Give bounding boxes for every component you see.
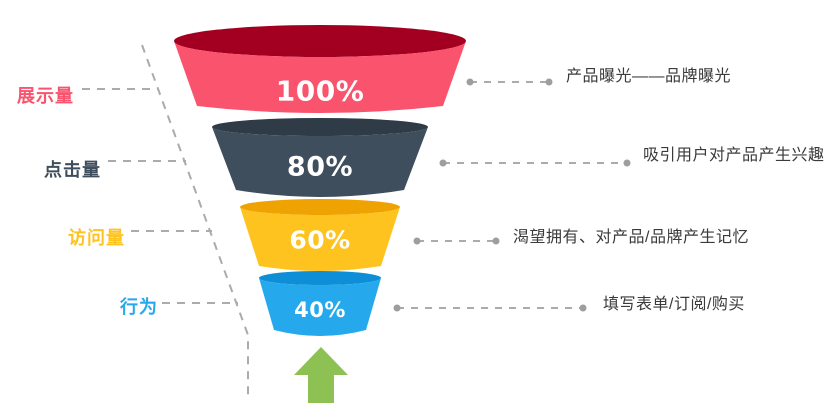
connector-dot <box>623 159 631 167</box>
stage-3-value: 60% <box>289 225 351 255</box>
connector-dot <box>545 78 553 86</box>
stage-1-annotation: 产品曝光——品牌曝光 <box>566 68 732 85</box>
stage-3-front <box>240 207 400 271</box>
stage-1-top-ellipse <box>174 25 466 57</box>
up-arrow-icon <box>294 347 348 403</box>
connector-dot <box>466 78 474 86</box>
stage-2-value: 80% <box>286 151 354 183</box>
stage-4-front <box>259 278 381 336</box>
stage-4-right-connector <box>393 304 587 312</box>
stage-1-right-connector <box>466 78 553 86</box>
stage-1-label: 展示量 <box>17 86 74 106</box>
stage-1-value: 100% <box>275 74 365 108</box>
stage-2-top-ellipse <box>212 118 428 136</box>
funnel-stage-1 <box>174 25 466 113</box>
stage-3-label: 访问量 <box>68 228 125 248</box>
stage-2-right-connector <box>439 159 631 167</box>
connector-dot <box>439 159 447 167</box>
stage-2-label: 点击量 <box>44 160 101 180</box>
stage-4-annotation: 填写表单/订阅/购买 <box>603 296 745 313</box>
funnel-stage-3 <box>240 199 400 271</box>
stage-3-annotation: 渴望拥有、对产品/品牌产生记忆 <box>513 229 749 246</box>
connector-dot <box>579 304 587 312</box>
stage-1-front <box>174 41 466 113</box>
left-connector-diagonal <box>141 44 249 397</box>
stage-2-front <box>212 127 428 197</box>
stage-4-value: 40% <box>294 298 346 322</box>
funnel-stage-2 <box>212 118 428 197</box>
connector-dot <box>413 237 421 245</box>
connector-dot <box>492 237 500 245</box>
stage-3-top-ellipse <box>240 199 400 215</box>
connector-dot <box>393 304 401 312</box>
stage-2-annotation: 吸引用户对产品产生兴趣 <box>643 147 825 164</box>
stage-4-label: 行为 <box>120 297 158 317</box>
funnel-stage-4 <box>259 271 381 336</box>
stage-3-right-connector <box>413 237 500 245</box>
stage-4-top-ellipse <box>259 271 381 285</box>
